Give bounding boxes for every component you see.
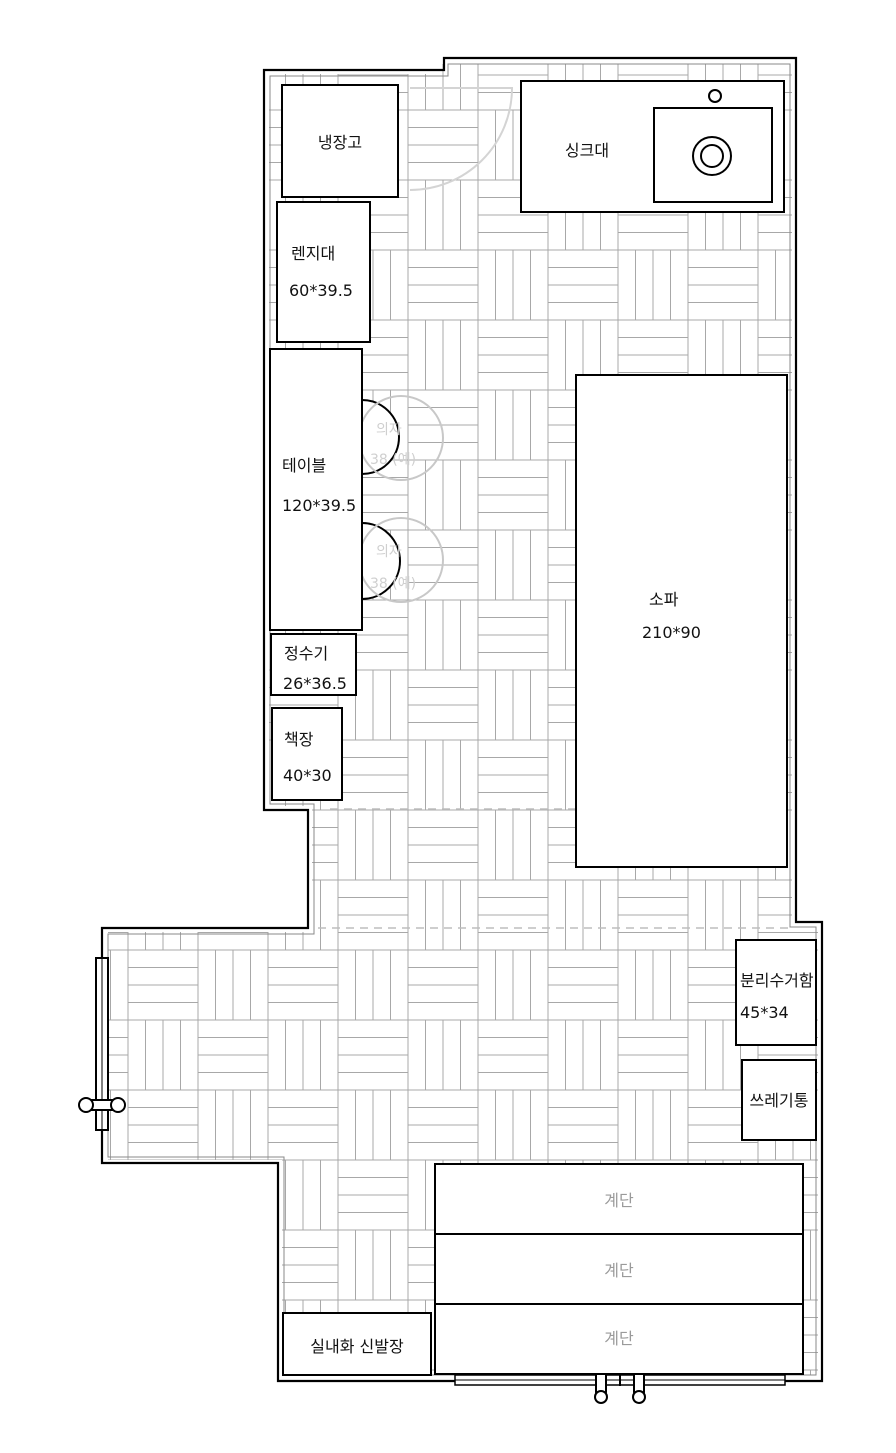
stair-step-1: 계단	[604, 1191, 634, 1210]
bookshelf[interactable]: 책장 40*30	[271, 707, 343, 801]
shoe-cabinet-label: 실내화 신발장	[310, 1337, 404, 1356]
chair-1-size: 38 (예)	[370, 452, 416, 468]
water-purifier-label: 정수기	[284, 644, 328, 663]
sink-label: 싱크대	[565, 141, 609, 160]
shoe-cabinet[interactable]: 실내화 신발장	[282, 1312, 432, 1376]
table-size: 120*39.5	[282, 496, 356, 515]
door-knob-icon	[78, 1097, 94, 1113]
door-knob-icon	[110, 1097, 126, 1113]
recycle-bin[interactable]: 분리수거함 45*34	[735, 939, 817, 1046]
left-door[interactable]	[78, 957, 126, 1131]
door-swing-arc	[409, 87, 514, 191]
range-stand[interactable]: 렌지대 60*39.5	[276, 201, 371, 343]
chair-2[interactable]: 의자 38 (예)	[358, 517, 444, 603]
table[interactable]: 테이블 120*39.5	[269, 348, 363, 631]
sink[interactable]: 싱크대	[520, 80, 785, 213]
water-purifier[interactable]: 정수기 26*36.5	[270, 633, 357, 696]
recycle-bin-size: 45*34	[740, 1003, 789, 1022]
range-stand-label: 렌지대	[291, 244, 335, 263]
water-purifier-size: 26*36.5	[283, 674, 347, 693]
trash-can[interactable]: 쓰레기통	[741, 1059, 817, 1141]
trash-can-label: 쓰레기통	[750, 1091, 809, 1110]
bookshelf-label: 책장	[284, 730, 314, 749]
recycle-bin-label: 분리수거함	[740, 971, 814, 990]
fridge-label: 냉장고	[318, 133, 362, 152]
fridge[interactable]: 냉장고	[281, 84, 399, 198]
chair-2-label: 의자	[376, 544, 402, 560]
sofa-label: 소파	[649, 590, 679, 609]
stair-step-2: 계단	[604, 1261, 634, 1280]
chair-2-size: 38 (예)	[370, 576, 416, 592]
table-label: 테이블	[282, 456, 326, 475]
stair-step-3: 계단	[604, 1329, 634, 1348]
chair-1-label: 의자	[376, 422, 402, 438]
staircase[interactable]: 계단 계단 계단	[434, 1163, 804, 1375]
bookshelf-size: 40*30	[283, 766, 332, 785]
chair-1[interactable]: 의자 38 (예)	[358, 395, 444, 481]
range-stand-size: 60*39.5	[289, 281, 353, 300]
sofa[interactable]: 소파 210*90	[575, 374, 788, 868]
sofa-size: 210*90	[642, 623, 701, 642]
faucet-icon	[708, 89, 722, 103]
